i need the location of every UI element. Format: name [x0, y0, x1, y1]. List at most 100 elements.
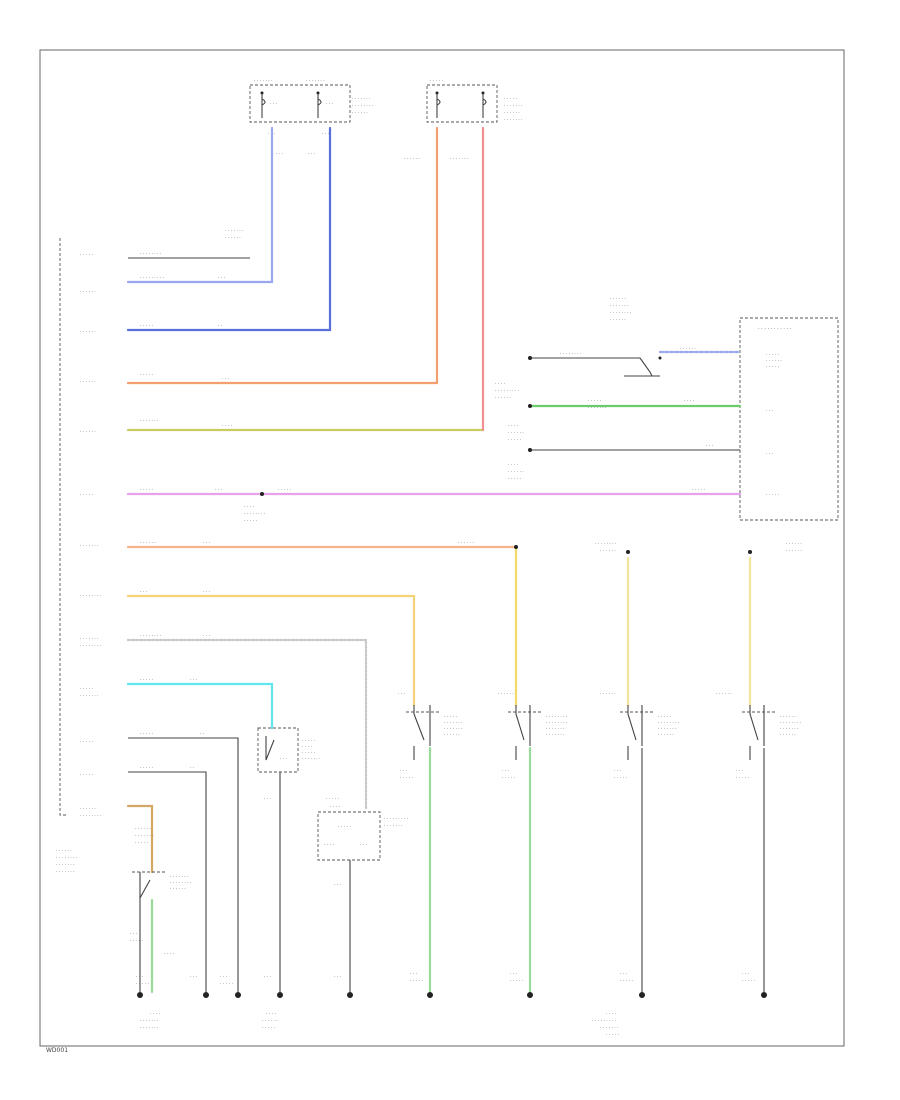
svg-text:· · ·: · · ·: [322, 132, 329, 137]
svg-text:· · · · · · ·: · · · · · · ·: [140, 419, 159, 424]
svg-text:· ·: · ·: [200, 732, 204, 737]
svg-text:· · · · ·: · · · · ·: [606, 1033, 619, 1038]
svg-text:· · · · · ·: · · · · · ·: [508, 470, 524, 475]
left-module-pin-labels: · · · · · · · · · · · · · · · · · · · · …: [56, 253, 101, 875]
svg-text:· · · · · ·: · · · · · ·: [716, 692, 732, 697]
svg-text:· · ·: · · ·: [502, 769, 509, 774]
ground-labels: · · · · · · · · · · · · · · · · · · · · …: [136, 972, 755, 987]
svg-text:· · · · · · · ·: · · · · · · · ·: [595, 542, 616, 547]
svg-text:· · ·: · · ·: [215, 488, 222, 493]
svg-text:· · · ·: · · · ·: [266, 1012, 276, 1017]
svg-text:· ·: · ·: [190, 766, 194, 771]
svg-text:· · · · · ·: · · · · · ·: [766, 359, 782, 364]
svg-text:· · · · · · ·: · · · · · · ·: [80, 637, 99, 642]
svg-text:· · · · ·: · · · · ·: [658, 715, 671, 720]
svg-text:· · · · ·: · · · · ·: [140, 678, 153, 683]
svg-text:· · · · ·: · · · · ·: [502, 776, 515, 781]
svg-text:· · ·: · · ·: [220, 975, 227, 980]
svg-text:· · ·: · · ·: [614, 769, 621, 774]
svg-text:· · · · · · · ·: · · · · · · · ·: [140, 252, 161, 257]
svg-text:· · · · · · · · · · ·: · · · · · · · · · · ·: [758, 326, 792, 332]
svg-text:· · ·: · · ·: [264, 975, 271, 980]
wire-row-11: · · · · · · ·: [128, 766, 207, 992]
door-switch-passenger: · · · · · · · · · · · · · · · · · · · · …: [498, 692, 567, 994]
svg-text:· · · · · ·: · · · · · ·: [170, 887, 186, 892]
svg-text:· · · · · ·: · · · · · ·: [658, 733, 674, 738]
svg-text:· · ·: · · ·: [398, 692, 405, 697]
svg-text:· · · · · ·: · · · · · ·: [80, 430, 96, 435]
svg-text:· · · · ·: · · · · ·: [130, 939, 143, 944]
svg-text:· · · · · · · ·: · · · · · · · ·: [170, 881, 191, 886]
cluster-wire-green: · · · · · · · · · · · · · · · ·: [528, 399, 742, 411]
svg-text:· · ·: · · ·: [706, 444, 713, 449]
svg-text:· · · · ·: · · · · ·: [400, 776, 413, 781]
svg-text:· · · · ·: · · · · ·: [135, 841, 148, 846]
svg-text:· · · · · ·: · · · · · ·: [600, 692, 616, 697]
fuse-block-right: · · · · · · · · · · · · · · · · · · · · …: [404, 79, 523, 162]
svg-text:· · · · ·: · · · · ·: [510, 979, 523, 984]
svg-text:· · · · · · · ·: · · · · · · · ·: [56, 856, 77, 861]
svg-text:· · ·: · · ·: [203, 541, 210, 546]
svg-text:· · · · ·: · · · · ·: [620, 979, 633, 984]
svg-text:· · ·: · · ·: [270, 102, 277, 107]
svg-text:· · · ·: · · · ·: [606, 1012, 616, 1017]
svg-text:· · · · · ·: · · · · · ·: [610, 318, 626, 323]
fuse-block-left: · · · · · · · · · · · · · · · · · · · · …: [249, 79, 373, 157]
svg-text:· · · ·: · · · ·: [508, 463, 518, 468]
svg-text:· · · · · · ·: · · · · · · ·: [135, 834, 154, 839]
svg-text:· · ·: · · ·: [280, 757, 287, 762]
svg-text:· · · · ·: · · · · ·: [80, 493, 93, 498]
svg-text:· · · · ·: · · · · ·: [244, 519, 257, 524]
svg-text:· · · · ·: · · · · ·: [326, 797, 339, 802]
ground-location-labels: · · · · · · · · · · · · · · · · · · · · …: [140, 1012, 619, 1038]
door-switch-right-rear: · · · · · · · · · · · · · · · · · · · · …: [716, 550, 801, 992]
svg-text:· · ·: · · ·: [130, 932, 137, 937]
svg-text:· · ·: · · ·: [410, 972, 417, 977]
svg-text:· · · · · ·: · · · · · ·: [225, 236, 241, 241]
svg-text:· · · · · ·: · · · · · ·: [458, 541, 474, 546]
svg-text:· · · · · ·: · · · · · ·: [80, 330, 96, 335]
wire-row-1: · · · · · · · · · · · · · · · · · · · · …: [126, 126, 274, 284]
svg-text:· · · · · · ·: · · · · · · ·: [384, 824, 403, 829]
svg-text:· · ·: · · ·: [276, 152, 283, 157]
svg-text:· · · · ·: · · · · ·: [136, 982, 149, 987]
svg-text:· · · · · · ·: · · · · · · ·: [588, 406, 607, 411]
svg-text:· · · · · ·: · · · · · ·: [610, 297, 626, 302]
wire-row-10: · · · · · · ·: [128, 732, 239, 992]
svg-text:· · · · · · · ·: · · · · · · · ·: [80, 814, 101, 819]
wire-row-5: · · · · · · · · · · · · · · · · · · · · …: [126, 488, 742, 524]
ground-points: [137, 992, 767, 998]
svg-text:· · · · ·: · · · · ·: [302, 751, 315, 756]
svg-text:· · · · ·: · · · · ·: [140, 373, 153, 378]
svg-text:· · · · ·: · · · · ·: [80, 773, 93, 778]
svg-text:· · · · ·: · · · · ·: [410, 979, 423, 984]
svg-text:· · · · ·: · · · · ·: [766, 353, 779, 358]
svg-text:· · · · · · ·: · · · · · · ·: [610, 304, 629, 309]
svg-text:· · ·: · · ·: [766, 409, 773, 414]
wire-row-12: [126, 804, 154, 994]
svg-text:· · ·: · · ·: [308, 152, 315, 157]
svg-text:· · · · · · ·: · · · · · · ·: [56, 870, 75, 875]
wire-row-6: · · · · · · · · · · · · · · ·: [126, 541, 518, 707]
svg-text:· · · · · · ·: · · · · · · ·: [504, 104, 523, 109]
svg-text:· · ·: · · ·: [360, 843, 367, 848]
svg-text:· · · · · · · · ·: · · · · · · · · ·: [495, 389, 519, 394]
svg-text:· · · · ·: · · · · ·: [444, 715, 457, 720]
cluster-wire-blue: · · · · · · · · · · · · · · · · · · · · …: [495, 297, 742, 401]
svg-text:· · · · · ·: · · · · · ·: [498, 692, 514, 697]
svg-text:· · · · ·: · · · · ·: [742, 979, 755, 984]
svg-text:· · ·: · · ·: [140, 590, 147, 595]
svg-text:· · · ·: · · · ·: [508, 424, 518, 429]
svg-text:· · · · · ·: · · · · · ·: [140, 541, 156, 546]
svg-text:· · · · ·: · · · · ·: [736, 776, 749, 781]
svg-text:· · · ·: · · · ·: [330, 805, 340, 810]
svg-text:· · · · ·: · · · · ·: [220, 982, 233, 987]
svg-text:· · · · · · ·: · · · · · · ·: [600, 1026, 619, 1031]
svg-text:· · ·: · · ·: [218, 276, 225, 281]
svg-text:· · · · · · ·: · · · · · · ·: [140, 1026, 159, 1031]
svg-text:· · · ·: · · · ·: [222, 424, 232, 429]
hood-switch-module: · · · · · · · · · · · · · · · · · · · · …: [317, 797, 408, 992]
svg-text:· · · · ·: · · · · ·: [614, 776, 627, 781]
svg-text:· · · · · · · ·: · · · · · · · ·: [352, 104, 373, 109]
svg-text:· · ·: · · ·: [203, 634, 210, 639]
